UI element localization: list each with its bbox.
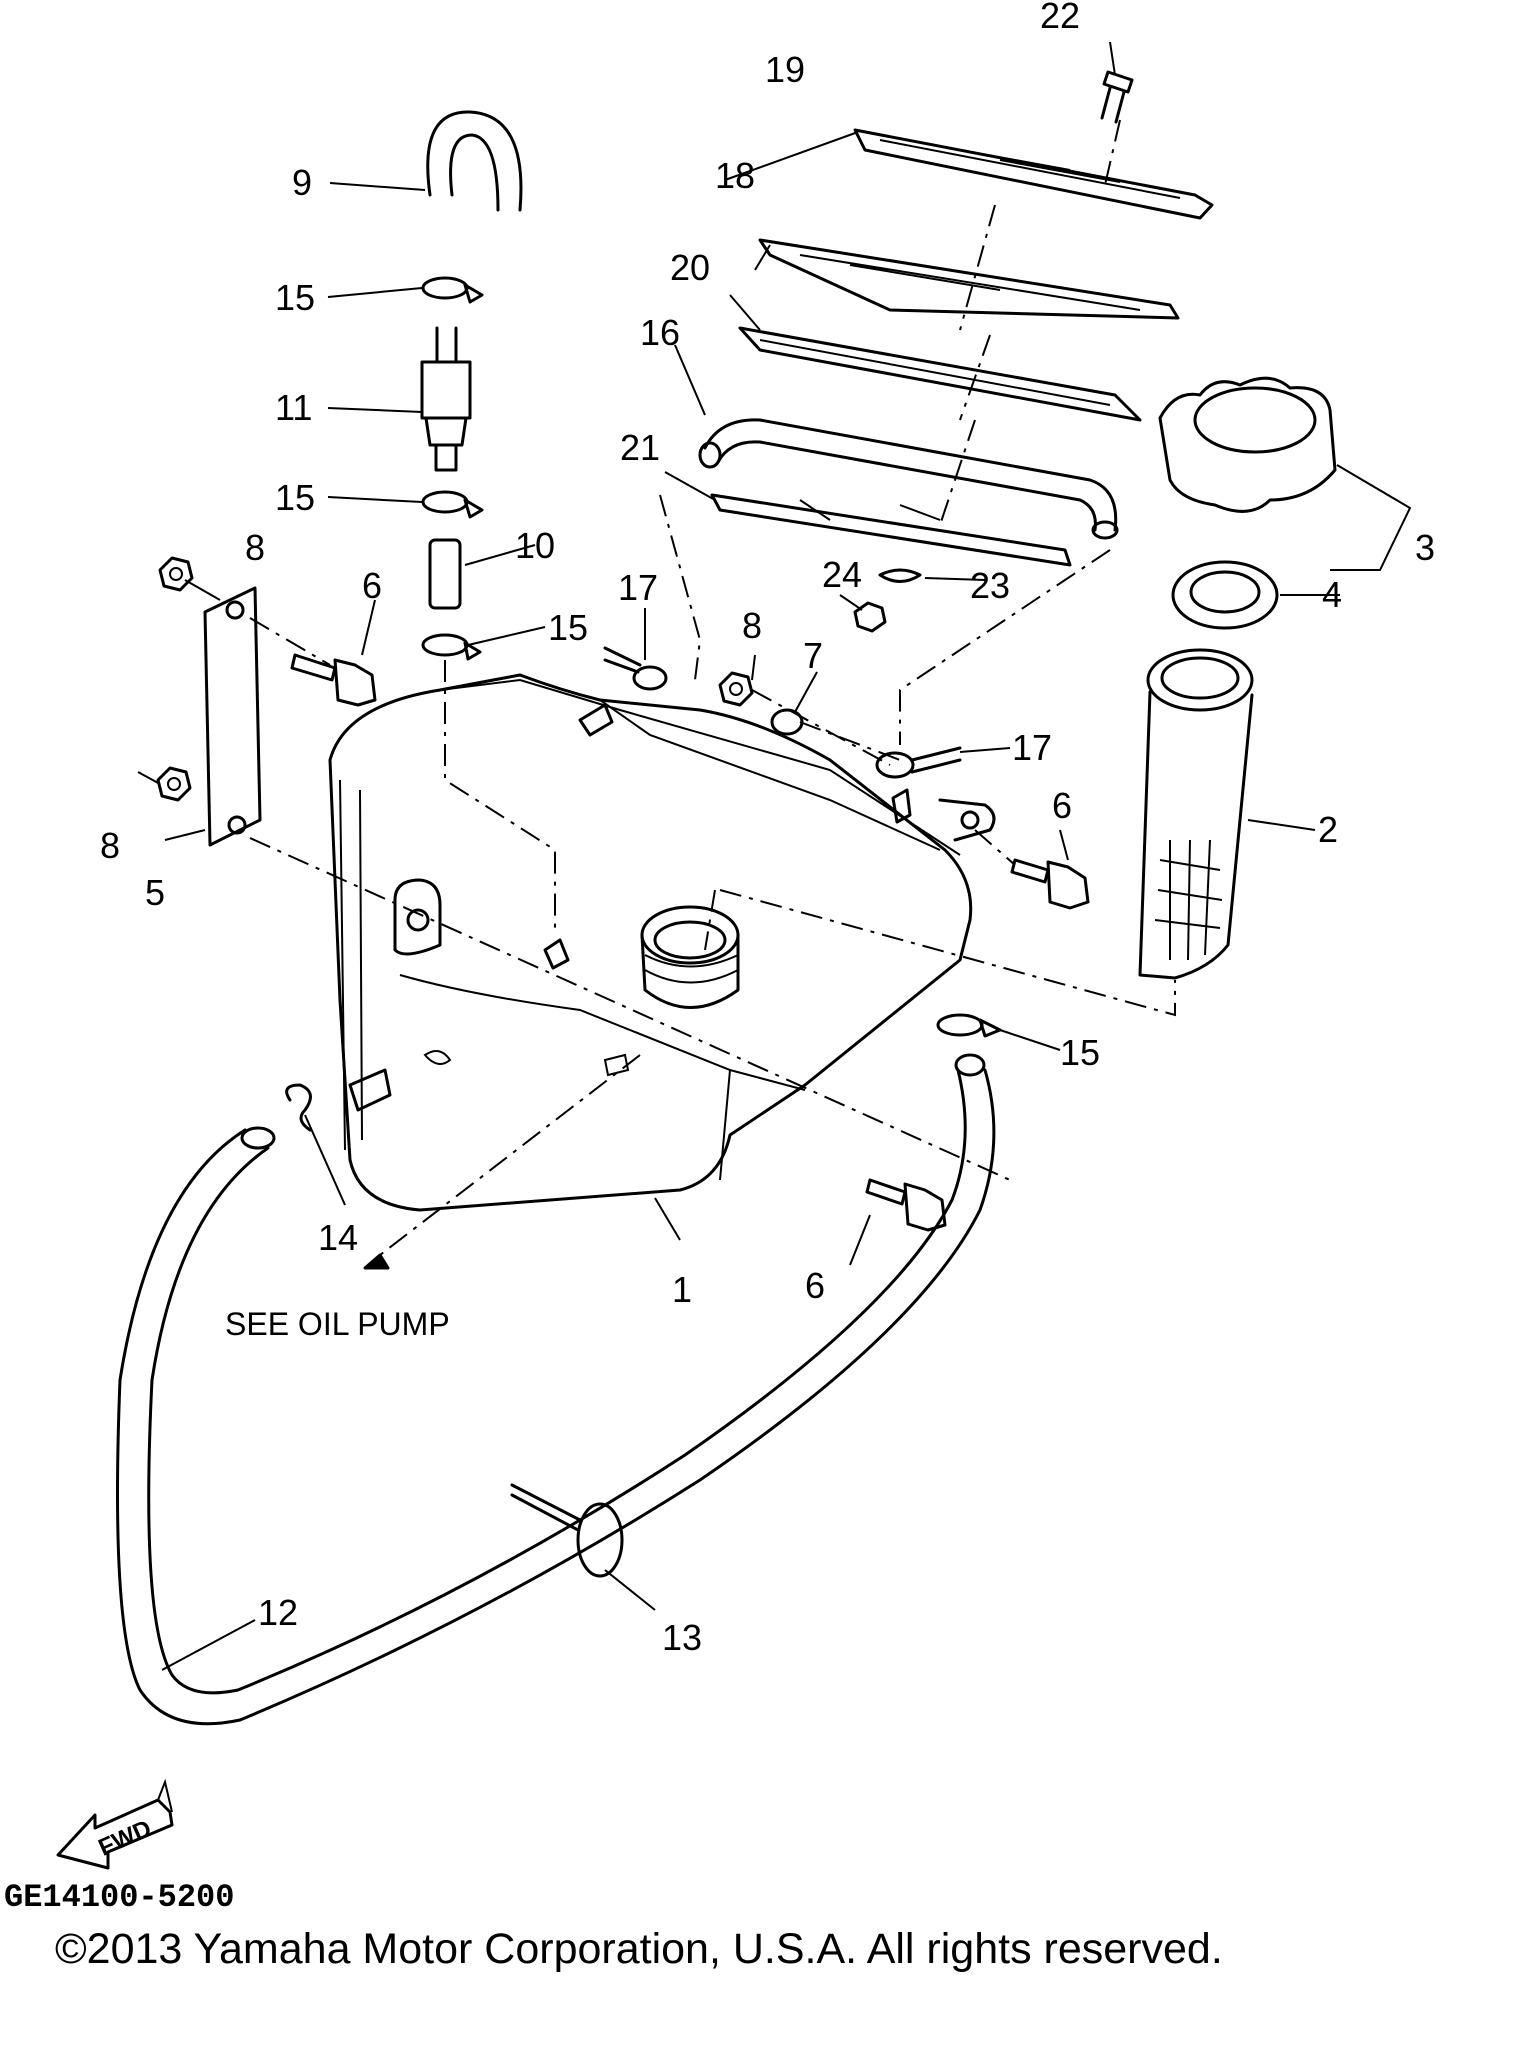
callout-16: 16 [640, 312, 680, 353]
band-17-a [603, 646, 668, 691]
plate-18 [758, 238, 1180, 320]
breather-hose-16 [698, 418, 1119, 540]
joint-10 [428, 538, 462, 610]
callout-8-a: 8 [245, 527, 265, 568]
callout-17-b: 17 [1012, 727, 1052, 768]
callout-13: 13 [662, 1617, 702, 1658]
callout-1: 1 [672, 1269, 692, 1310]
callout-17-a: 17 [618, 567, 658, 608]
fwd-label: FWD [95, 1815, 156, 1862]
callout-labels: 22 19 18 20 16 21 9 15 11 15 10 15 17 8 … [100, 0, 1435, 1658]
clamp-15-c [421, 633, 482, 661]
bolt-6-b [1010, 858, 1090, 910]
callout-9: 9 [292, 162, 312, 203]
callout-15-a: 15 [275, 277, 315, 318]
band-17-b [875, 746, 962, 779]
vent-hose-9 [426, 110, 523, 212]
callout-20: 20 [670, 247, 710, 288]
clamp-15-d [936, 1013, 1002, 1038]
clamp-15-a [421, 276, 484, 304]
cover-plate-19 [853, 128, 1214, 220]
callout-12: 12 [258, 1592, 298, 1633]
callout-24: 24 [822, 554, 862, 595]
callout-14: 14 [318, 1217, 358, 1258]
nut-8-a [158, 556, 194, 592]
callout-18: 18 [715, 155, 755, 196]
callout-3: 3 [1415, 527, 1435, 568]
bolt-6-c [865, 1178, 947, 1232]
callout-4: 4 [1322, 574, 1342, 615]
see-oil-pump-reference: SEE OIL PUMP [225, 1253, 450, 1342]
callout-21: 21 [620, 427, 660, 468]
callout-22: 22 [1040, 0, 1080, 36]
leader-lines [137, 41, 1412, 1671]
callout-15-c: 15 [548, 607, 588, 648]
clip-14 [285, 1083, 312, 1132]
clip-23 [878, 568, 922, 583]
callout-5: 5 [145, 872, 165, 913]
band-13 [510, 1483, 624, 1578]
callout-23: 23 [970, 565, 1010, 606]
assembly-lines [249, 119, 1176, 1256]
gasket-20 [738, 326, 1142, 422]
oil-hose-12 [116, 1053, 996, 1726]
stay-21 [710, 493, 1072, 567]
oil-tank-1 [328, 673, 996, 1212]
fwd-arrow: FWD [56, 1778, 174, 1870]
callout-15-d: 15 [1060, 1032, 1100, 1073]
callout-6-c: 6 [805, 1265, 825, 1306]
callout-8-c: 8 [742, 605, 762, 646]
callout-15-b: 15 [275, 477, 315, 518]
nut-8-c [718, 671, 754, 707]
callout-19: 19 [765, 49, 805, 90]
nut-24 [853, 601, 887, 633]
nut-8-b [156, 766, 192, 802]
callout-2: 2 [1318, 809, 1338, 850]
copyright-notice: ©2013 Yamaha Motor Corporation, U.S.A. A… [55, 1925, 1223, 1973]
callout-6-a: 6 [362, 565, 382, 606]
drawing-code: GE14100-5200 [4, 1879, 234, 1916]
bolt-6-a [290, 653, 377, 707]
callout-11: 11 [275, 387, 312, 428]
see-oil-pump-label: SEE OIL PUMP [225, 1306, 450, 1342]
callout-6-b: 6 [1052, 785, 1072, 826]
screw-22 [1100, 70, 1134, 124]
callout-7: 7 [803, 635, 823, 676]
clamp-15-b [421, 490, 484, 519]
strainer-2 [1138, 648, 1254, 980]
check-valve-11 [420, 326, 472, 472]
bracket-5 [203, 586, 262, 847]
filler-cap-3 [1158, 376, 1337, 513]
seal-ring-4 [1171, 560, 1279, 630]
callout-10: 10 [515, 525, 555, 566]
callout-8-b: 8 [100, 825, 120, 866]
